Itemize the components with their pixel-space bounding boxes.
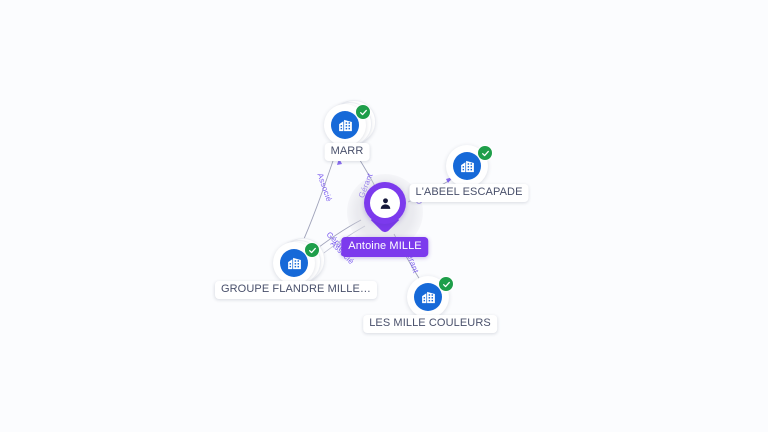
graph-node-labeel-escapade[interactable] [446,145,493,191]
company-building-icon [280,249,308,277]
node-caption-marr[interactable]: MARR [324,143,370,161]
node-caption-labeel-escapade[interactable]: L'ABEEL ESCAPADE [409,184,529,202]
node-caption-antoine-mille[interactable]: Antoine MILLE [341,237,429,257]
company-node-disc[interactable] [446,145,488,187]
company-building-icon [331,111,359,139]
edge-label-marr-groupe: Associé [315,172,334,203]
verified-check-icon [304,242,320,258]
company-node-disc[interactable] [273,242,315,284]
verified-check-icon [355,104,371,120]
verified-check-icon [477,145,493,161]
company-building-icon [414,283,442,311]
graph-node-antoine-mille[interactable] [364,182,406,235]
node-caption-groupe-flandre-mille[interactable]: GROUPE FLANDRE MILLE… [214,281,378,299]
graph-node-marr[interactable] [324,100,376,150]
person-icon [370,188,400,218]
company-building-icon [453,152,481,180]
graph-node-les-mille-couleurs[interactable] [407,276,454,322]
verified-check-icon [438,276,454,292]
node-caption-les-mille-couleurs[interactable]: LES MILLE COULEURS [363,315,497,333]
